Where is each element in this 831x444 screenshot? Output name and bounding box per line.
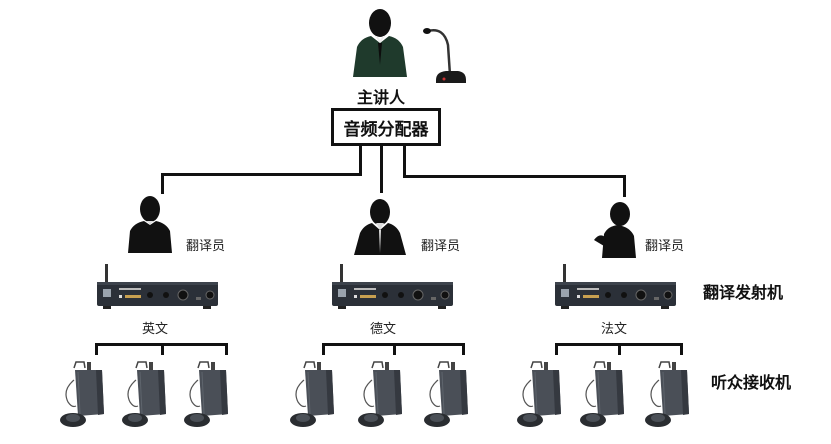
connector-right-horizontal <box>403 175 626 178</box>
connector-left-down <box>359 143 362 176</box>
interpreter-label: 翻译员 <box>186 239 226 254</box>
interpreter-figure <box>590 200 646 258</box>
receiver-bracket-left <box>322 343 325 355</box>
connector-middle-down <box>380 143 383 193</box>
receiver-bracket-middle <box>618 343 621 355</box>
interpreter-figure <box>122 195 178 253</box>
rack-transmitter-icon <box>97 264 218 309</box>
person-suit-icon <box>353 9 407 77</box>
language-label: 德文 <box>370 322 397 337</box>
person-silhouette-icon <box>128 196 172 253</box>
interpreter-label: 翻译员 <box>421 239 461 254</box>
rack-transmitter-icon <box>555 264 676 309</box>
bodypack-receiver-icon <box>358 361 402 427</box>
audience-receiver <box>356 360 411 430</box>
audience-receiver <box>58 360 113 430</box>
bodypack-receiver-icon <box>60 361 104 427</box>
microphone <box>422 25 467 90</box>
translation-transmitter <box>553 264 678 314</box>
receiver-bracket-left <box>555 343 558 355</box>
bodypack-receiver-icon <box>424 361 468 427</box>
bodypack-receiver-icon <box>184 361 228 427</box>
audience-receiver <box>182 360 237 430</box>
bodypack-receiver-icon <box>122 361 166 427</box>
person-silhouette-icon <box>354 199 406 255</box>
audience-receiver <box>120 360 175 430</box>
receiver-bracket-right <box>680 343 683 355</box>
receiver-bracket-middle <box>161 343 164 355</box>
receiver-row-label: 听众接收机 <box>711 373 792 392</box>
language-label: 法文 <box>601 322 628 337</box>
rack-transmitter-icon <box>332 264 453 309</box>
person-silhouette-icon <box>594 202 636 258</box>
language-label: 英文 <box>142 322 169 337</box>
audience-receiver <box>288 360 343 430</box>
audience-receiver <box>515 360 570 430</box>
bodypack-receiver-icon <box>645 361 689 427</box>
translation-transmitter <box>330 264 455 314</box>
interpreter-label: 翻译员 <box>645 239 685 254</box>
connector-right-down <box>403 143 406 178</box>
connector-left-horizontal <box>161 173 362 176</box>
translation-transmitter <box>95 264 220 314</box>
transmitter-row-label: 翻译发射机 <box>703 283 784 302</box>
speaker-label: 主讲人 <box>357 88 406 107</box>
audience-receiver <box>643 360 698 430</box>
receiver-bracket-left <box>95 343 98 355</box>
bodypack-receiver-icon <box>580 361 624 427</box>
audience-receiver <box>422 360 477 430</box>
audio-splitter-box: 音频分配器 <box>331 108 441 146</box>
connector-right-drop <box>623 175 626 197</box>
receiver-bracket-middle <box>393 343 396 355</box>
bodypack-receiver-icon <box>517 361 561 427</box>
interpreter-figure <box>352 197 408 255</box>
connector-left-drop <box>161 173 164 194</box>
bodypack-receiver-icon <box>290 361 334 427</box>
speaker-figure <box>345 5 415 80</box>
gooseneck-microphone-icon <box>423 28 466 83</box>
audience-receiver <box>578 360 633 430</box>
receiver-bracket-right <box>225 343 228 355</box>
receiver-bracket-right <box>462 343 465 355</box>
